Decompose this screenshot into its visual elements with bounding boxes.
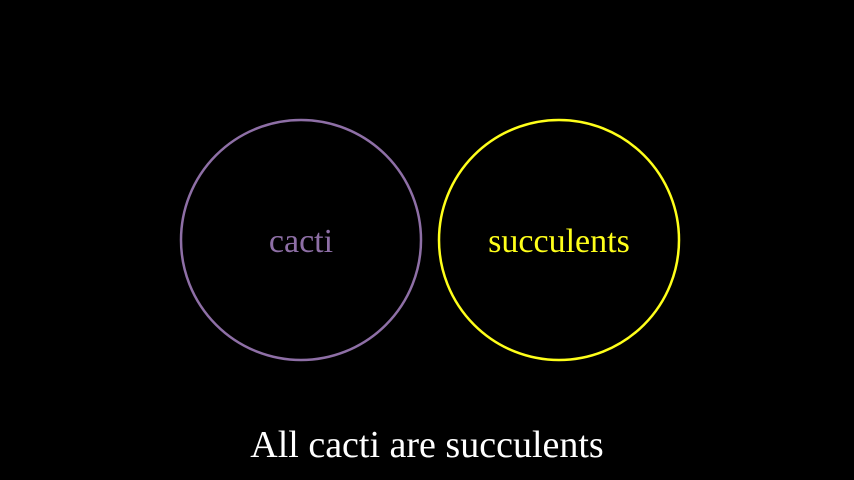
diagram-caption: All cacti are succulents (250, 424, 604, 466)
succulents-circle (437, 118, 681, 362)
cacti-circle (179, 118, 423, 362)
succulents-label: succulents (488, 223, 630, 260)
cacti-label: cacti (269, 223, 333, 260)
